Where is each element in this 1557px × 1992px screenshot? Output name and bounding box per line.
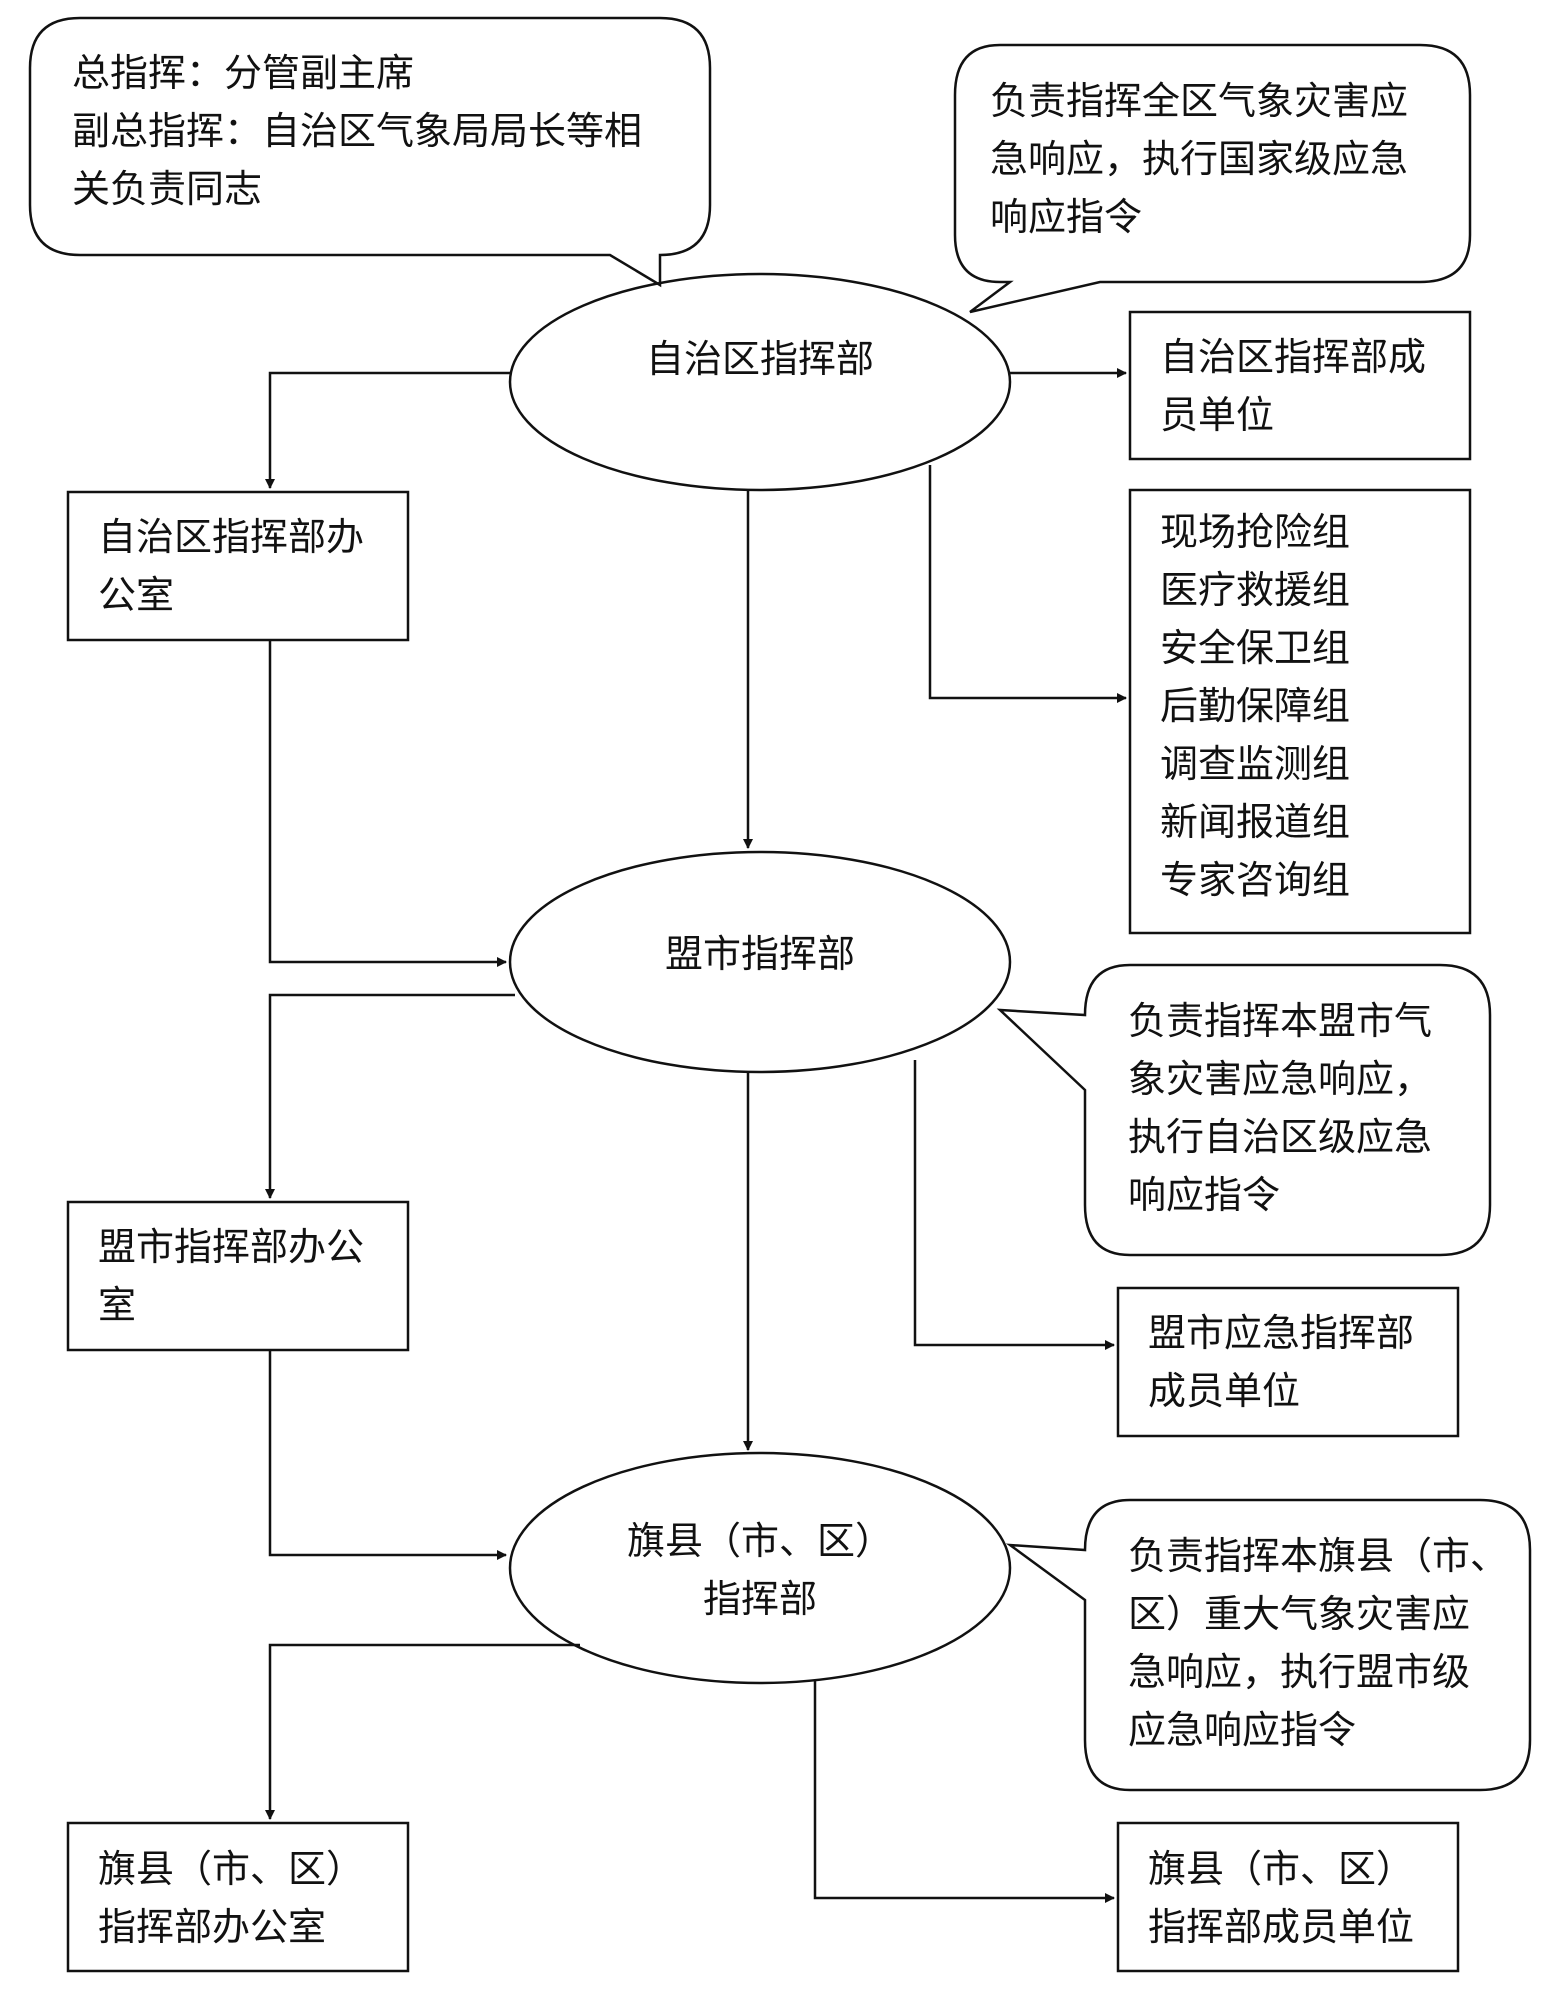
league-office-text: 盟市指挥部办公 室	[98, 1218, 364, 1334]
callout-region-duty-bubble	[953, 43, 1472, 314]
region-members-box	[1128, 310, 1472, 461]
county-members-box	[1116, 1821, 1460, 1973]
callout-region-duty-text: 负责指挥全区气象灾害应 急响应，执行国家级应急 响应指令	[990, 72, 1408, 246]
box-line: 成员单位	[1148, 1369, 1301, 1413]
arrow-league-to-members	[913, 1060, 1115, 1350]
arrow-region-office-to-league	[268, 640, 507, 967]
callout-county-duty-text: 负责指挥本旗县（市、 区）重大气象灾害应 急响应，执行盟市级 应急响应指令	[1128, 1527, 1508, 1759]
arrow-region-to-office	[265, 371, 510, 489]
callout-line: 总指挥：分管副主席	[72, 51, 415, 95]
county-hq-label: 旗县（市、区） 指挥部	[560, 1512, 960, 1628]
callout-commanders-text: 总指挥：分管副主席 副总指挥：自治区气象局局长等相 关负责同志	[72, 44, 642, 218]
box-line: 旗县（市、区）	[98, 1847, 365, 1891]
league-hq-label: 盟市指挥部	[560, 925, 960, 983]
arrow-county-to-office	[265, 1643, 580, 1820]
group-item: 新闻报道组	[1160, 800, 1351, 844]
callout-line: 急响应，执行国家级应急	[990, 137, 1409, 181]
county-members-text: 旗县（市、区） 指挥部成员单位	[1148, 1840, 1414, 1956]
region-hq-node	[508, 272, 1012, 492]
group-item: 医疗救援组	[1160, 568, 1351, 612]
callout-league-duty-text: 负责指挥本盟市气 象灾害应急响应， 执行自治区级应急 响应指令	[1128, 992, 1432, 1224]
region-office-text: 自治区指挥部办 公室	[98, 508, 364, 624]
callout-line: 响应指令	[1128, 1173, 1281, 1217]
callout-line: 副总指挥：自治区气象局局长等相	[72, 109, 643, 153]
county-office-box	[66, 1821, 410, 1973]
callout-line: 应急响应指令	[1128, 1708, 1357, 1752]
region-members-text: 自治区指挥部成 员单位	[1160, 328, 1426, 444]
group-item: 专家咨询组	[1160, 858, 1351, 902]
box-line: 盟市应急指挥部	[1148, 1311, 1415, 1355]
callout-line: 急响应，执行盟市级	[1128, 1650, 1471, 1694]
box-line: 自治区指挥部办	[98, 515, 365, 559]
box-line: 指挥部办公室	[98, 1905, 327, 1949]
node-label-line: 旗县（市、区）	[626, 1519, 893, 1563]
league-office-box	[66, 1200, 410, 1352]
box-line: 自治区指挥部成	[1160, 335, 1427, 379]
arrow-region-to-groups	[928, 465, 1127, 703]
arrow-league-office-to-county	[268, 1350, 507, 1560]
node-label: 自治区指挥部	[645, 337, 874, 381]
callout-league-duty-bubble	[996, 963, 1492, 1257]
callout-line: 关负责同志	[72, 167, 263, 211]
region-office-box	[66, 490, 410, 642]
arrow-league-to-office	[265, 993, 515, 1199]
league-hq-node	[508, 850, 1012, 1074]
callout-line: 负责指挥本旗县（市、	[1128, 1534, 1509, 1578]
group-item: 安全保卫组	[1160, 626, 1351, 670]
groups-text: 现场抢险组 医疗救援组 安全保卫组 后勤保障组 调查监测组 新闻报道组 专家咨询…	[1160, 503, 1350, 909]
group-item: 调查监测组	[1160, 742, 1351, 786]
league-members-text: 盟市应急指挥部 成员单位	[1148, 1304, 1414, 1420]
region-hq-label: 自治区指挥部	[560, 330, 960, 388]
box-line: 旗县（市、区）	[1148, 1847, 1415, 1891]
box-line: 公室	[98, 573, 175, 617]
county-office-text: 旗县（市、区） 指挥部办公室	[98, 1840, 364, 1956]
box-line: 室	[98, 1283, 137, 1327]
box-line: 员单位	[1160, 393, 1275, 437]
box-line: 指挥部成员单位	[1148, 1905, 1415, 1949]
arrow-county-to-members	[813, 1680, 1115, 1903]
node-label-line: 指挥部	[702, 1577, 817, 1621]
callout-county-duty-bubble	[1005, 1498, 1532, 1792]
callout-line: 负责指挥全区气象灾害应	[990, 79, 1409, 123]
callout-line: 执行自治区级应急	[1128, 1115, 1433, 1159]
box-line: 盟市指挥部办公	[98, 1225, 365, 1269]
league-members-box	[1116, 1286, 1460, 1438]
county-hq-node	[508, 1451, 1012, 1685]
callout-line: 区）重大气象灾害应	[1128, 1592, 1471, 1636]
callout-line: 象灾害应急响应，	[1128, 1057, 1433, 1101]
group-item: 现场抢险组	[1160, 510, 1351, 554]
groups-box	[1128, 488, 1472, 935]
callout-line: 响应指令	[990, 195, 1143, 239]
group-item: 后勤保障组	[1160, 684, 1351, 728]
node-label: 盟市指挥部	[664, 932, 855, 976]
callout-line: 负责指挥本盟市气	[1128, 999, 1433, 1043]
callout-commanders-bubble	[28, 16, 712, 288]
